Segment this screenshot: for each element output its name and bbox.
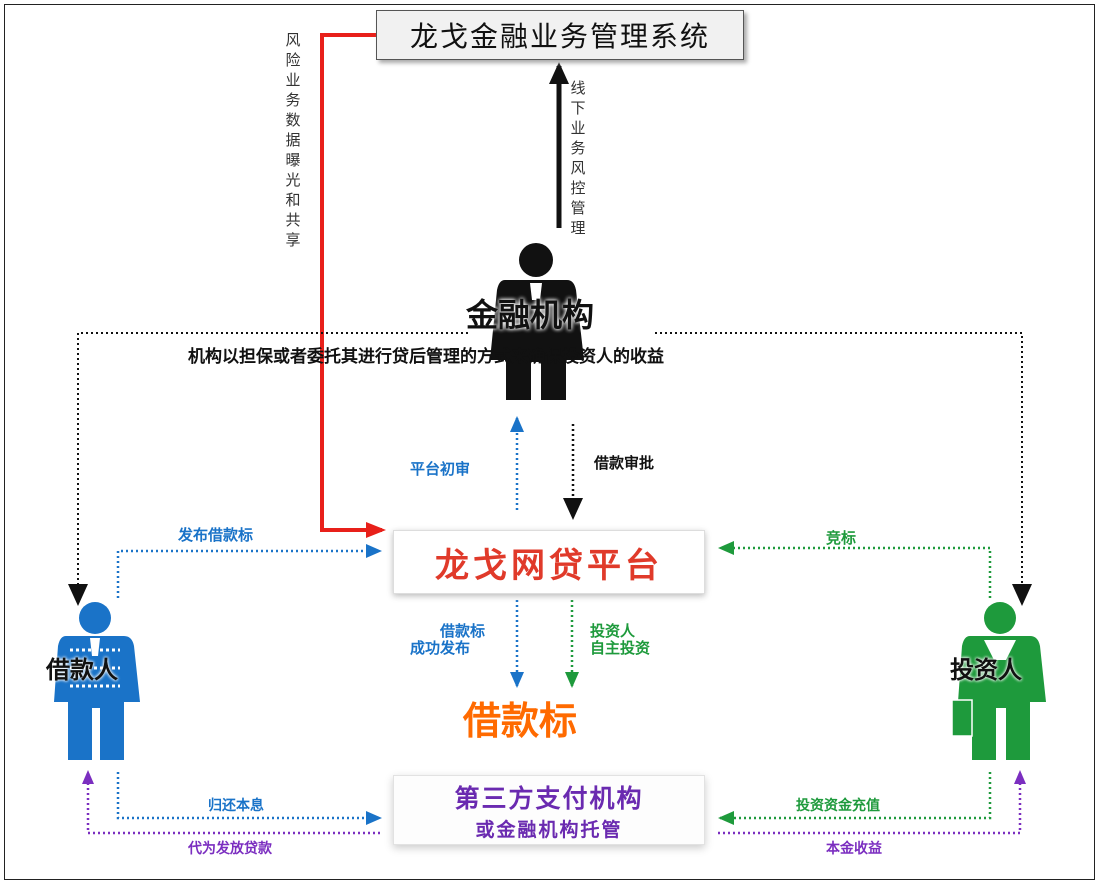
repay-arrow <box>116 772 382 825</box>
offline-risk-label: 线下业务风控管理 <box>570 79 586 237</box>
risk-data-arrow <box>320 33 386 538</box>
investor-label: 投资人 <box>950 656 1022 684</box>
institution-to-borrower-arrow <box>68 332 468 606</box>
payment-institution-line1: 第三方支付机构 <box>454 783 644 813</box>
principal-income-label: 本金收益 <box>826 841 882 857</box>
institution-to-investor-arrow <box>655 332 1032 606</box>
diagram-frame <box>4 4 1095 880</box>
loan-platform-label: 龙戈网贷平台 <box>435 545 663 586</box>
repay-label: 归还本息 <box>208 798 264 814</box>
investor-self-label-2: 自主投资 <box>590 639 651 657</box>
loan-target-label: 借款标 <box>463 699 578 743</box>
loan-published-label-2: 成功发布 <box>410 639 471 657</box>
borrower-label: 借款人 <box>46 656 118 684</box>
management-system-box: 龙戈金融业务管理系统 <box>376 10 744 60</box>
disburse-arrow <box>82 770 380 835</box>
risk-data-label: 风险业务数据曝光和共享 <box>285 31 301 249</box>
loan-approval-label: 借款审批 <box>594 454 655 472</box>
investor-person-icon <box>951 602 1046 760</box>
bid-label: 竞标 <box>826 529 857 547</box>
principal-income-arrow <box>718 770 1026 835</box>
payment-institution-box: 第三方支付机构 或金融机构托管 <box>393 775 705 845</box>
loan-published-label-1: 借款标 <box>440 622 486 640</box>
investor-self-label-1: 投资人 <box>590 622 636 640</box>
institution-person-icon <box>490 243 584 400</box>
institution-caption: 机构以担保或者委托其进行贷后管理的方式来确保投资人的收益 <box>188 347 664 367</box>
publish-loan-label: 发布借款标 <box>178 526 254 544</box>
management-system-label: 龙戈金融业务管理系统 <box>409 20 710 53</box>
payment-institution-line2: 或金融机构托管 <box>475 818 623 841</box>
bid-arrow <box>718 541 992 598</box>
loan-platform-box: 龙戈网贷平台 <box>393 530 705 594</box>
borrower-person-icon <box>54 602 140 760</box>
recharge-label: 投资资金充值 <box>796 798 880 814</box>
institution-label: 金融机构 <box>466 296 595 334</box>
publish-loan-arrow <box>116 544 382 598</box>
recharge-arrow <box>718 772 992 825</box>
disburse-label: 代为发放贷款 <box>188 841 272 857</box>
platform-review-label: 平台初审 <box>410 460 471 478</box>
